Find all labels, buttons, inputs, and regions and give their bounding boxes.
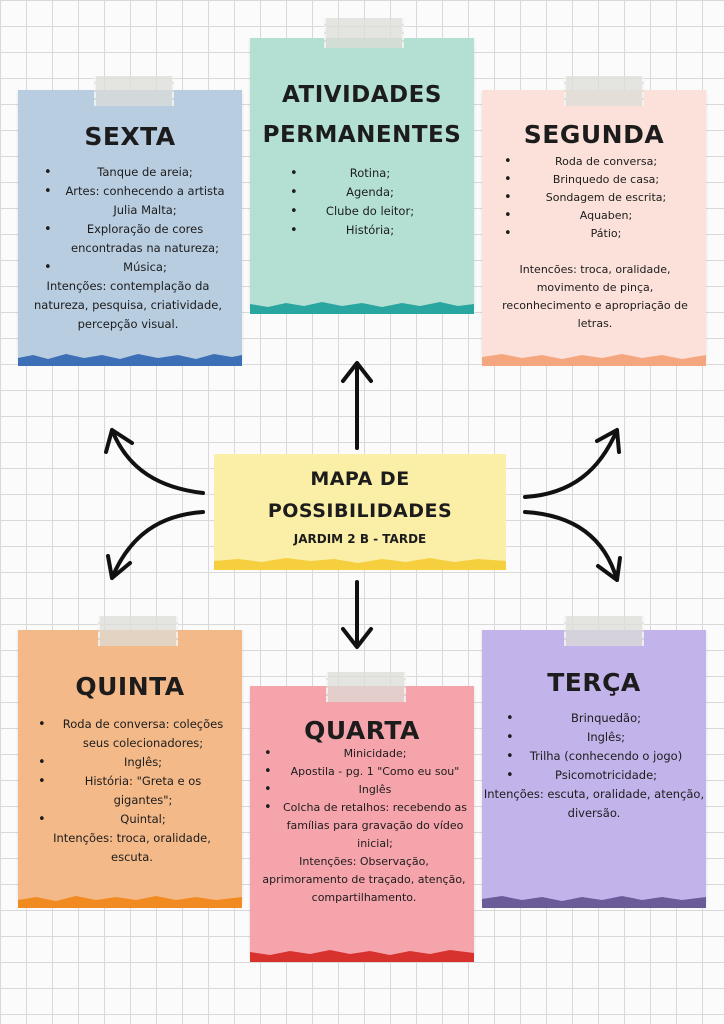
intentions-text: Intencões: troca, oralidade, movimento d… <box>502 263 688 330</box>
center-title-line1: MAPA DE <box>310 468 410 490</box>
card-title: QUINTA <box>75 672 185 701</box>
sexta-card: SEXTA Tanque de areia; Artes: conhecendo… <box>18 76 242 366</box>
card-body: Tanque de areia; Artes: conhecendo a art… <box>18 163 242 334</box>
intentions-text: Intenções: Observação, aprimoramento de … <box>262 855 466 904</box>
torn-edge <box>250 950 474 962</box>
center-card: MAPA DE POSSIBILIDADES JARDIM 2 B - TARD… <box>214 454 506 570</box>
list-item: Psicomotricidade; <box>500 766 690 785</box>
list-item: Quintal; <box>32 810 232 829</box>
list-item: Brinquedo de casa; <box>498 171 692 189</box>
arrow-up <box>341 361 373 450</box>
list-item: Aquaben; <box>498 207 692 225</box>
list-item: Inglês; <box>500 728 690 747</box>
card-title: TERÇA <box>547 668 641 697</box>
list-item: História; <box>284 221 434 240</box>
torn-edge <box>214 558 506 570</box>
quinta-card: QUINTA Roda de conversa: coleções seus c… <box>18 616 242 908</box>
card-title: SEGUNDA <box>523 120 665 149</box>
list-item: Clube do leitor; <box>284 202 434 221</box>
torn-edge <box>482 896 706 908</box>
arrow-right-upper <box>523 428 621 499</box>
card-body: Minicidade; Apostila - pg. 1 "Como eu so… <box>250 745 474 907</box>
arrow-left-upper <box>104 428 205 495</box>
list-item: Apostila - pg. 1 "Como eu sou" <box>258 763 470 781</box>
list-item: Artes: conhecendo a artista Julia Malta; <box>38 182 230 220</box>
arrow-down <box>341 580 373 649</box>
intentions-text: Intenções: escuta, oralidade, atenção, d… <box>483 787 705 820</box>
list-item: Inglês <box>258 781 470 799</box>
tape <box>564 76 644 106</box>
tape <box>94 76 174 106</box>
arrow-left-lower <box>106 510 205 580</box>
arrow-right-lower <box>523 510 622 582</box>
tape <box>324 18 404 48</box>
list-item: Trilha (conhecendo o jogo) <box>500 747 690 766</box>
list-item: Música; <box>38 258 230 277</box>
list-item: Exploração de cores encontradas na natur… <box>38 220 230 258</box>
intentions-text: Intenções: troca, oralidade, escuta. <box>53 831 211 864</box>
list-item: Brinquedão; <box>500 709 690 728</box>
torn-edge <box>18 354 242 366</box>
list-item: Sondagem de escrita; <box>498 189 692 207</box>
card-title-line1: ATIVIDADES <box>282 82 442 108</box>
center-subtitle: JARDIM 2 B - TARDE <box>293 532 427 546</box>
torn-edge <box>18 896 242 908</box>
list-item: História: "Greta e os gigantes"; <box>32 772 232 810</box>
center-title-line2: POSSIBILIDADES <box>267 500 453 522</box>
list-item: Roda de conversa; <box>498 153 692 171</box>
tape <box>564 616 644 646</box>
torn-edge <box>250 302 474 314</box>
tape <box>326 672 406 702</box>
list-item: Colcha de retalhos: recebendo as família… <box>258 799 470 853</box>
card-title-line2: PERMANENTES <box>262 122 462 148</box>
terca-card: TERÇA Brinquedão; Inglês; Trilha (conhec… <box>482 616 706 908</box>
card-title: SEXTA <box>84 122 176 151</box>
list-item: Rotina; <box>284 164 434 183</box>
card-title: QUARTA <box>304 716 420 745</box>
card-body: Brinquedão; Inglês; Trilha (conhecendo o… <box>482 709 706 823</box>
list-item: Minicidade; <box>258 745 470 763</box>
list-item: Agenda; <box>284 183 434 202</box>
intentions-text: Intenções: contemplação da natureza, pes… <box>34 279 222 331</box>
quarta-card: QUARTA Minicidade; Apostila - pg. 1 "Com… <box>250 672 474 962</box>
torn-edge <box>482 354 706 366</box>
list-item: Inglês; <box>32 753 232 772</box>
segunda-card: SEGUNDA Roda de conversa; Brinquedo de c… <box>482 76 706 366</box>
tape <box>98 616 178 646</box>
atividades-permanentes-card: ATIVIDADES PERMANENTES Rotina; Agenda; C… <box>250 18 474 314</box>
card-body: Roda de conversa; Brinquedo de casa; Son… <box>482 153 706 333</box>
list-item: Pátio; <box>498 225 692 243</box>
card-body: Roda de conversa: coleções seus colecion… <box>18 715 242 867</box>
card-body: Rotina; Agenda; Clube do leitor; Históri… <box>250 164 474 240</box>
list-item: Tanque de areia; <box>38 163 230 182</box>
list-item: Roda de conversa: coleções seus colecion… <box>32 715 232 753</box>
